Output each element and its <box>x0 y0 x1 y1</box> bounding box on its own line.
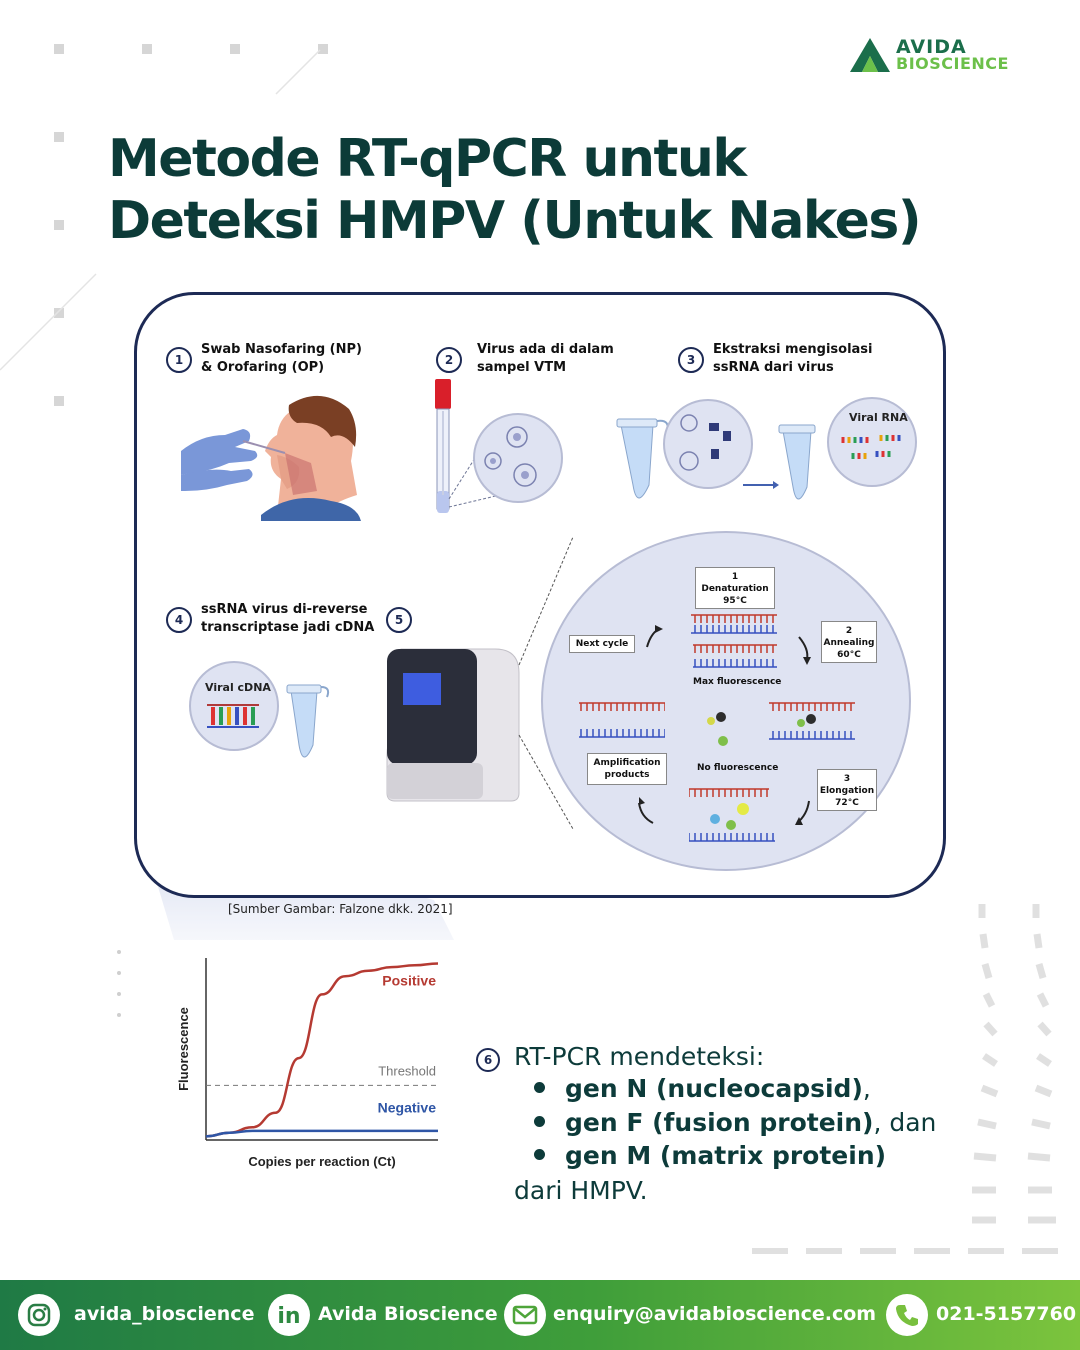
title-line-1: Metode RT-qPCR untuk <box>108 129 747 189</box>
x-axis-label: Copies per reaction (Ct) <box>248 1154 395 1169</box>
phone-icon[interactable] <box>886 1294 928 1336</box>
viral-cdna-zoom-circle: Viral cDNA <box>189 661 279 751</box>
viral-rna-label: Viral RNA <box>849 411 908 424</box>
rt-qpcr-diagram-panel: 1 Swab Nasofaring (NP)& Orofaring (OP) 2… <box>134 292 946 898</box>
viral-rna-zoom-circle: Viral RNA <box>827 397 917 487</box>
logo-text-avida: AVIDA <box>896 36 967 58</box>
decor-square <box>230 44 240 54</box>
decor-square <box>54 396 64 406</box>
avida-logo-icon <box>850 38 890 72</box>
step-label-1: Swab Nasofaring (NP)& Orofaring (OP) <box>201 342 362 375</box>
decor-square <box>54 308 64 318</box>
step-number-2: 2 <box>436 347 462 373</box>
vtm-tube-illustration <box>435 379 518 513</box>
zoom-lines <box>518 536 574 830</box>
brand-logo: AVIDA BIOSCIENCE <box>848 34 1048 78</box>
svg-text:in: in <box>277 1304 300 1329</box>
logo-text-bioscience: BIOSCIENCE <box>896 54 1009 73</box>
threshold-label: Threshold <box>378 1063 436 1078</box>
decor-dot <box>117 971 121 975</box>
gene-item-n: gen N (nucleocapsid), <box>565 1074 871 1103</box>
decor-dot <box>117 950 121 954</box>
email-link[interactable]: enquiry@avidabioscience.com <box>553 1303 877 1325</box>
y-axis-label: Fluorescence <box>176 1007 191 1091</box>
extraction-zoom-circle <box>663 399 753 489</box>
email-icon[interactable] <box>504 1294 546 1336</box>
series-line-positive <box>205 962 439 1138</box>
qpcr-machine-illustration <box>386 648 520 802</box>
elongation-box: 3 Elongation 72°C <box>817 769 877 811</box>
page-title: Metode RT-qPCR untuk Deteksi HMPV (Untuk… <box>108 128 1008 252</box>
series-label-positive: Positive <box>382 972 436 988</box>
vtm-zoom-circle <box>473 413 563 503</box>
max-fluorescence-label: Max fluorescence <box>693 677 782 687</box>
decor-square <box>54 44 64 54</box>
rna-strands-icon <box>841 435 901 459</box>
decor-dot <box>117 1013 121 1017</box>
image-source-caption: [Sumber Gambar: Falzone dkk. 2021] <box>228 902 453 916</box>
decor-square <box>318 44 328 54</box>
decor-lines <box>0 49 321 371</box>
linkedin-link[interactable]: Avida Bioscience <box>318 1303 498 1325</box>
rna-tube-icon <box>778 424 816 500</box>
step6-intro: RT-PCR mendeteksi: <box>514 1042 765 1071</box>
bullet-icon <box>534 1149 545 1160</box>
step-number-3: 3 <box>678 347 704 373</box>
bullet-icon <box>534 1116 545 1127</box>
instagram-handle-link[interactable]: avida_bioscience <box>74 1303 255 1325</box>
decor-dot <box>117 992 121 996</box>
amplification-products-box: Amplification products <box>587 753 667 785</box>
bullet-icon <box>534 1082 545 1093</box>
decor-square <box>54 220 64 230</box>
series-label-negative: Negative <box>378 1100 437 1116</box>
no-fluorescence-label: No fluorescence <box>697 763 779 773</box>
pcr-cycle-graphics <box>579 614 855 842</box>
lysed-virus-icon <box>679 414 731 471</box>
gene-item-f: gen F (fusion protein), dan <box>565 1108 937 1137</box>
title-line-2: Deteksi HMPV (Untuk Nakes) <box>108 191 922 251</box>
denaturation-box: 1 Denaturation 95°C <box>695 567 775 609</box>
decor-dashes-bottom <box>752 1248 1058 1254</box>
contact-footer: avida_bioscience in Avida Bioscience enq… <box>0 1280 1080 1350</box>
cdna-tube-icon <box>286 684 330 758</box>
decor-square <box>54 132 64 142</box>
pcr-cycle-circle: 1 Denaturation 95°C 2 Annealing 60°C 3 E… <box>541 531 911 871</box>
annealing-box: 2 Annealing 60°C <box>821 621 877 663</box>
phone-link[interactable]: 021-5157760 <box>936 1303 1077 1325</box>
linkedin-icon[interactable]: in <box>268 1294 310 1336</box>
nasal-swab-illustration <box>181 395 361 521</box>
step-number-6: 6 <box>476 1048 500 1072</box>
step-number-5: 5 <box>386 607 412 633</box>
arrow-right-icon <box>743 481 779 489</box>
cdna-strands-icon <box>207 704 259 728</box>
decor-dashes <box>972 904 1056 1224</box>
step6-outro: dari HMPV. <box>514 1176 648 1205</box>
instagram-icon[interactable] <box>18 1294 60 1336</box>
series-line-negative <box>205 1129 438 1138</box>
step-number-4: 4 <box>166 607 192 633</box>
viral-cdna-label: Viral cDNA <box>205 681 271 694</box>
next-cycle-box: Next cycle <box>569 635 635 653</box>
gene-item-m: gen M (matrix protein) <box>565 1141 887 1170</box>
virus-particles-icon <box>484 426 537 487</box>
decor-square <box>142 44 152 54</box>
step-number-1: 1 <box>166 347 192 373</box>
